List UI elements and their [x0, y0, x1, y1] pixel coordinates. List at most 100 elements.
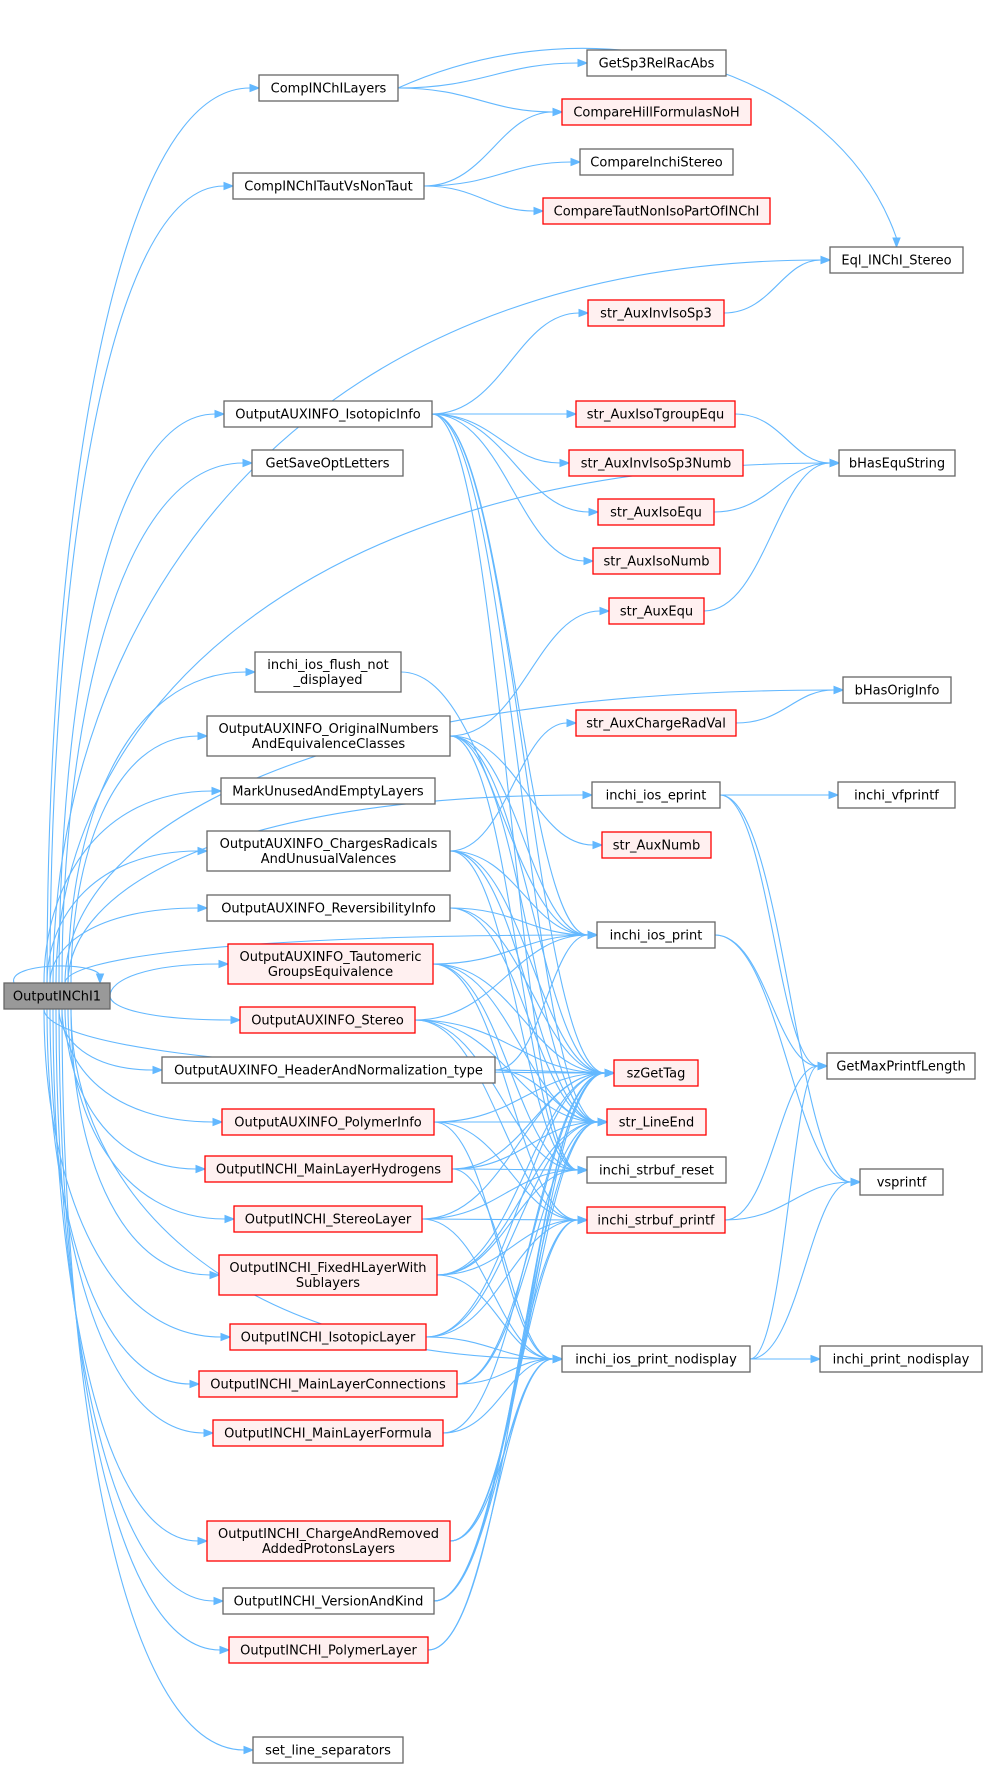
node-MarkUnusedAndEmptyLayers[interactable]: MarkUnusedAndEmptyLayers: [220, 777, 436, 805]
edge-OutputAUXINFO_IsotopicInfo-to-str_AuxIsoNumb: [431, 413, 595, 566]
edge-line: [67, 1008, 226, 1220]
node-inchi_ios_print_nodisplay[interactable]: inchi_ios_print_nodisplay: [561, 1345, 751, 1373]
node-OutputAUXINFO_OriginalNumbers[interactable]: OutputAUXINFO_OriginalNumbersAndEquivale…: [206, 715, 451, 757]
edge-line: [58, 1008, 221, 1651]
edge-root-to-OutputAUXINFO_OriginalNumbers: [70, 731, 209, 984]
node-CompareHillFormulasNoH[interactable]: CompareHillFormulasNoH: [561, 98, 752, 126]
node-set_line_separators[interactable]: set_line_separators: [252, 1736, 404, 1764]
edge-root-to-OutputINCHI_MainLayerFormula: [49, 1008, 215, 1438]
edge-OutputINCHI_FixedHLayer-to-inchi_strbuf_reset: [436, 1165, 589, 1276]
node-label: GetSp3RelRacAbs: [599, 57, 715, 72]
node-Eql_INChI_Stereo[interactable]: Eql_INChI_Stereo: [829, 246, 964, 274]
node-OutputINCHI_MainLayerConnections[interactable]: OutputINCHI_MainLayerConnections: [198, 1370, 458, 1398]
edge-root-to-MarkUnusedAndEmptyLayers: [43, 786, 223, 984]
edge-line: [456, 1121, 599, 1385]
node-str_AuxIsoTgroupEqu[interactable]: str_AuxIsoTgroupEqu: [575, 400, 736, 428]
node-str_AuxIsoEqu[interactable]: str_AuxIsoEqu: [597, 498, 715, 526]
node-szGetTag[interactable]: szGetTag: [613, 1059, 699, 1087]
node-label: inchi_ios_print: [610, 929, 703, 944]
edge-line: [52, 1008, 199, 1542]
node-GetSaveOptLetters[interactable]: GetSaveOptLetters: [251, 449, 404, 477]
node-OutputAUXINFO_IsotopicInfo[interactable]: OutputAUXINFO_IsotopicInfo: [223, 400, 433, 428]
node-OutputINCHI_MainLayerHydrogens[interactable]: OutputINCHI_MainLayerHydrogens: [204, 1155, 453, 1183]
node-label: set_line_separators: [265, 1744, 391, 1759]
arrowhead: [230, 1015, 242, 1025]
arrowhead: [245, 667, 257, 677]
node-box: [561, 1345, 751, 1373]
node-OutputAUXINFO_ChargesRadicals[interactable]: OutputAUXINFO_ChargesRadicalsAndUnusualV…: [206, 830, 451, 872]
node-OutputAUXINFO_Tautomeric[interactable]: OutputAUXINFO_TautomericGroupsEquivalenc…: [227, 943, 434, 985]
node-label: str_AuxInvIsoSp3Numb: [581, 457, 732, 472]
arrowhead: [810, 1354, 822, 1364]
edge-OutputINCHI_IsotopicLayer-to-szGetTag: [425, 1068, 616, 1338]
edge-line: [431, 413, 585, 562]
node-OutputINCHI_ChargeAndRemoved[interactable]: OutputINCHI_ChargeAndRemovedAddedProtons…: [206, 1520, 451, 1562]
edge-OutputINCHI_StereoLayer-to-szGetTag: [421, 1068, 616, 1220]
node-inchi_strbuf_reset[interactable]: inchi_strbuf_reset: [586, 1156, 727, 1184]
arrowhead: [152, 1065, 164, 1075]
edge-line: [433, 1072, 606, 1602]
node-inchi_ios_eprint[interactable]: inchi_ios_eprint: [591, 781, 721, 809]
node-str_AuxChargeRadVal[interactable]: str_AuxChargeRadVal: [575, 709, 737, 737]
node-CompINChILayers[interactable]: CompINChILayers: [258, 74, 399, 102]
node-bHasOrigInfo[interactable]: bHasOrigInfo: [842, 676, 952, 704]
edge-OutputAUXINFO_Stereo-to-inchi_ios_print: [414, 930, 599, 1021]
node-CompareInchiStereo[interactable]: CompareInchiStereo: [579, 148, 734, 176]
edge-OutputAUXINFO_ChargesRadicals-to-szGetTag: [449, 850, 616, 1078]
node-str_AuxEqu[interactable]: str_AuxEqu: [608, 597, 705, 625]
node-OutputAUXINFO_HeaderAndNormalization_type[interactable]: OutputAUXINFO_HeaderAndNormalization_typ…: [161, 1056, 496, 1084]
node-OutputINCHI_StereoLayer[interactable]: OutputINCHI_StereoLayer: [233, 1205, 423, 1233]
node-str_AuxIsoNumb[interactable]: str_AuxIsoNumb: [592, 547, 721, 575]
node-box: [254, 651, 402, 693]
node-OutputAUXINFO_ReversibilityInfo[interactable]: OutputAUXINFO_ReversibilityInfo: [206, 894, 451, 922]
node-OutputINCHI_PolymerLayer[interactable]: OutputINCHI_PolymerLayer: [228, 1636, 429, 1664]
edge-root-to-OutputINCHI_FixedHLayer: [70, 1008, 221, 1280]
edge-OutputINCHI_PolymerLayer-to-inchi_ios_print_nodisplay: [427, 1354, 564, 1651]
node-str_AuxInvIsoSp3Numb[interactable]: str_AuxInvIsoSp3Numb: [568, 449, 744, 477]
node-inchi_ios_flush_not_displayed[interactable]: inchi_ios_flush_not_displayed: [254, 651, 402, 693]
edge-line: [423, 185, 535, 212]
node-box: [842, 676, 952, 704]
arrowhead: [587, 930, 599, 940]
node-str_LineEnd[interactable]: str_LineEnd: [606, 1108, 707, 1136]
node-CompareTautNonIsoPartOfINChI[interactable]: CompareTautNonIsoPartOfINChI: [542, 197, 771, 225]
node-label: GetSaveOptLetters: [266, 457, 390, 472]
node-label: OutputAUXINFO_IsotopicInfo: [235, 408, 421, 423]
arrowhead: [559, 458, 571, 468]
node-str_AuxNumb[interactable]: str_AuxNumb: [601, 831, 712, 859]
node-inchi_vfprintf[interactable]: inchi_vfprintf: [837, 781, 956, 809]
edge-line: [449, 735, 579, 1171]
node-OutputAUXINFO_PolymerInfo[interactable]: OutputAUXINFO_PolymerInfo: [221, 1108, 435, 1136]
edge-OutputAUXINFO_OriginalNumbers-to-inchi_strbuf_reset: [449, 735, 589, 1175]
node-OutputINCHI_IsotopicLayer[interactable]: OutputINCHI_IsotopicLayer: [229, 1323, 427, 1351]
node-inchi_ios_print[interactable]: inchi_ios_print: [596, 921, 716, 949]
node-root[interactable]: OutputINChI1: [3, 982, 111, 1010]
node-box: [206, 830, 451, 872]
edge-root-to-OutputAUXINFO_Tautomeric: [109, 959, 230, 997]
node-OutputINCHI_MainLayerFormula[interactable]: OutputINCHI_MainLayerFormula: [212, 1419, 444, 1447]
node-GetMaxPrintfLength[interactable]: GetMaxPrintfLength: [826, 1052, 976, 1080]
node-str_AuxInvIsoSp3[interactable]: str_AuxInvIsoSp3: [587, 299, 725, 327]
node-inchi_strbuf_printf[interactable]: inchi_strbuf_printf: [586, 1206, 726, 1234]
node-CompINChITautVsNonTaut[interactable]: CompINChITautVsNonTaut: [232, 172, 425, 200]
node-label: OutputINCHI_FixedHLayerWith: [229, 1261, 426, 1276]
arrowhead: [892, 237, 901, 249]
node-box: [239, 1006, 416, 1034]
edge-root-to-root: [13, 965, 105, 985]
node-label: MarkUnusedAndEmptyLayers: [232, 785, 424, 800]
arrowhead: [249, 83, 261, 93]
edge-line: [58, 413, 216, 984]
node-GetSp3RelRacAbs[interactable]: GetSp3RelRacAbs: [586, 49, 727, 77]
node-box: [837, 781, 956, 809]
node-vsprintf[interactable]: vsprintf: [859, 1168, 944, 1196]
edge-line: [61, 462, 244, 984]
node-OutputAUXINFO_Stereo[interactable]: OutputAUXINFO_Stereo: [239, 1006, 416, 1034]
edge-line: [703, 462, 831, 612]
edge-root-to-OutputAUXINFO_IsotopicInfo: [58, 409, 226, 984]
node-bHasEquString[interactable]: bHasEquString: [838, 449, 956, 477]
node-box: [606, 1108, 707, 1136]
edge-line: [397, 87, 554, 113]
node-OutputINCHI_VersionAndKind[interactable]: OutputINCHI_VersionAndKind: [222, 1587, 435, 1615]
node-inchi_print_nodisplay[interactable]: inchi_print_nodisplay: [819, 1345, 983, 1373]
